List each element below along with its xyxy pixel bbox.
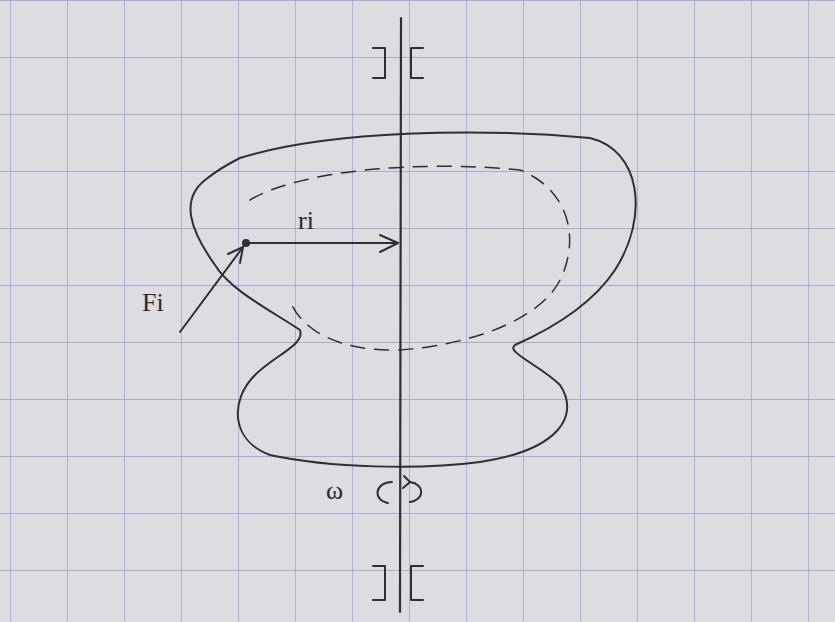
rotation-axis xyxy=(400,18,401,612)
force-vector xyxy=(180,247,243,332)
radius-vector xyxy=(247,242,398,244)
bearing xyxy=(373,48,385,78)
arrowhead xyxy=(380,235,398,252)
bearing xyxy=(411,566,423,600)
radius-label: ri xyxy=(298,208,314,234)
arrowhead xyxy=(403,476,410,488)
mass-point xyxy=(242,239,250,247)
bearing xyxy=(411,48,423,78)
arrowhead xyxy=(228,247,243,263)
bearing xyxy=(373,566,385,600)
rotation-arrow xyxy=(377,482,421,503)
hidden-contour xyxy=(250,166,570,350)
rigid-body xyxy=(191,133,636,467)
angular-velocity-label: ω xyxy=(326,478,343,504)
force-label: Fi xyxy=(142,290,164,316)
